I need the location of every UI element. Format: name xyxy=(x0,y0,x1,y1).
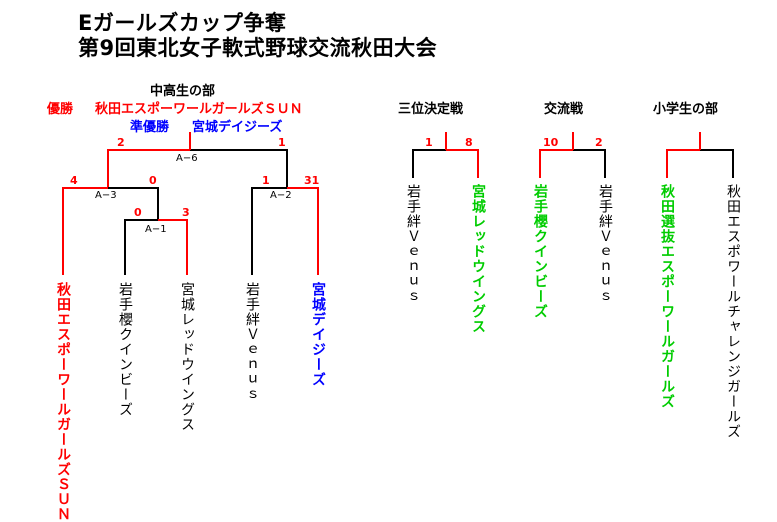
exchange-left-line xyxy=(539,149,573,178)
exchange-right-line xyxy=(573,149,606,178)
runnerup-label: 準優勝 xyxy=(130,120,170,135)
team-iwate-kizuna-venus: 岩手絆Ｖｅｎｕｓ xyxy=(244,282,260,402)
a1-left-line xyxy=(124,219,158,275)
a6-left-score: 2 xyxy=(117,136,125,149)
third-left-score: 1 xyxy=(425,136,433,149)
match-a3: A−3 xyxy=(95,190,117,201)
third-place-header: 三位決定戦 xyxy=(398,102,464,117)
champion-label: 優勝 xyxy=(47,102,74,117)
exchange-team-right: 岩手絆Ｖｅｎｕｓ xyxy=(597,184,613,304)
a3-right-line xyxy=(108,187,159,220)
a6-right-score: 1 xyxy=(278,136,286,149)
a2-right-line xyxy=(287,187,319,275)
tournament-title-line2: 第9回東北女子軟式野球交流秋田大会 xyxy=(78,36,438,60)
exchange-left-score: 10 xyxy=(543,136,559,149)
match-a6: A−6 xyxy=(176,153,198,164)
a3-right-score: 0 xyxy=(149,174,157,187)
third-left-line xyxy=(412,149,446,178)
team-iwate-sakura-queenbees: 岩手櫻クインビーズ xyxy=(117,282,133,417)
team-miyagi-daisies: 宮城デイジーズ xyxy=(310,282,326,387)
exchange-right-score: 2 xyxy=(595,136,603,149)
elem-right-line xyxy=(700,149,734,178)
champion-team: 秋田エスポーワールガールズＳＵＮ xyxy=(95,102,303,117)
elementary-header: 小学生の部 xyxy=(653,102,719,117)
exchange-header: 交流戦 xyxy=(544,102,584,117)
final-right-line xyxy=(190,149,288,188)
third-right-score: 8 xyxy=(465,136,473,149)
a3-left-score: 4 xyxy=(70,174,78,187)
runnerup-team: 宮城デイジーズ xyxy=(192,120,283,135)
match-a1: A−1 xyxy=(145,224,167,235)
exchange-team-left: 岩手櫻クインビーズ xyxy=(532,184,548,319)
third-right-line xyxy=(446,149,479,178)
elementary-team-right: 秋田エスポワールチャレンジガールズ xyxy=(725,184,741,439)
a2-left-line xyxy=(251,187,287,275)
elementary-team-left: 秋田選抜エスポーワールガールズ xyxy=(659,184,675,409)
a3-left-line xyxy=(62,187,108,275)
third-team-right: 宮城レッドウイングス xyxy=(470,184,486,334)
team-miyagi-redwings: 宮城レッドウイングス xyxy=(179,282,195,432)
match-a2: A−2 xyxy=(270,190,292,201)
main-division-header: 中高生の部 xyxy=(150,84,216,99)
tournament-title-line1: Eガールズカップ争奪 xyxy=(78,11,287,35)
team-akita-espoir-sun: 秋田エスポーワールガールズＳＵＮ xyxy=(55,282,71,522)
a1-right-line xyxy=(158,219,188,275)
a2-left-score: 1 xyxy=(262,174,270,187)
third-team-left: 岩手絆Ｖｅｎｕｓ xyxy=(405,184,421,304)
a2-right-score: 31 xyxy=(304,174,320,187)
a1-left-score: 0 xyxy=(134,206,142,219)
final-left-line xyxy=(107,149,190,188)
elem-left-line xyxy=(666,149,700,178)
a1-right-score: 3 xyxy=(182,206,190,219)
